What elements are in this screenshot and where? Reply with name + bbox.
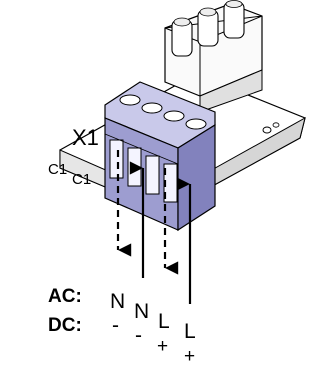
dc-legend-label: DC: — [48, 315, 82, 336]
component-label-2: C1 — [72, 171, 91, 188]
terminal-3-ac-label: L — [158, 310, 170, 333]
terminal-2-dc-label: - — [135, 324, 142, 347]
terminal-3-dc-label: + — [157, 336, 168, 357]
board-label: X1 — [72, 125, 99, 150]
terminal-2-ac-label: N — [134, 300, 149, 323]
plug-connector — [164, 0, 263, 113]
ac-legend-label: AC: — [48, 286, 82, 307]
terminal-4-dc-label: + — [184, 346, 195, 365]
terminal-4-ac-label: L — [184, 320, 196, 343]
terminal-1-dc-label: - — [112, 314, 119, 337]
terminal-1-ac-label: N — [110, 290, 125, 313]
component-label-1: C1 — [48, 161, 67, 178]
